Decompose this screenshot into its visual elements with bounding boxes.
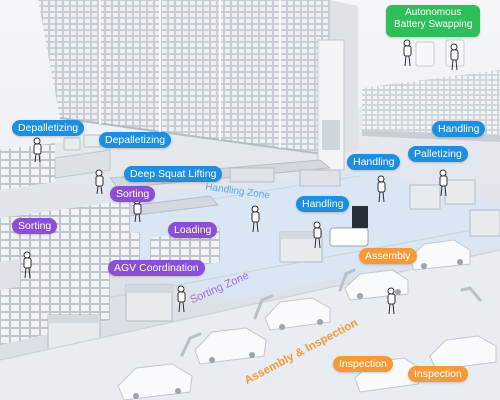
handling-label-2: Handling	[347, 154, 401, 170]
depalletizing-label-1: Depalletizing	[12, 120, 85, 136]
sorting-label-1: Sorting	[110, 186, 156, 202]
agv-shelves	[0, 272, 110, 345]
inspection-label-1: Inspection	[333, 356, 393, 372]
left-shelf	[0, 143, 55, 190]
depalletizing-label-2: Depalletizing	[99, 132, 172, 148]
handling-label-3: Handling	[296, 196, 350, 212]
car-wheels	[133, 259, 463, 399]
right-crates	[229, 167, 500, 237]
deep-squat-lifting-label: Deep Squat Lifting	[124, 166, 223, 182]
agv-coordination-label: AGV Coordination	[108, 260, 205, 276]
sorting-label-2: Sorting	[12, 218, 58, 234]
sorting-shelves	[20, 232, 140, 292]
handling-label-1: Handling	[432, 121, 486, 137]
humanoid-robots	[23, 39, 459, 315]
agv-screen	[352, 206, 368, 228]
palletizing-label: Palletizing	[408, 146, 468, 162]
charging-station	[415, 41, 435, 67]
battery-swapping-line-1: Autonomous	[405, 7, 462, 18]
storage-rack-front	[38, 0, 330, 155]
assembly-label: Assembly	[359, 248, 417, 264]
inspection-label-2: Inspection	[408, 366, 468, 382]
stacker-crane	[317, 39, 345, 171]
sorting-shelves	[0, 200, 130, 262]
battery-swapping-line-2: Battery Swapping	[394, 19, 473, 30]
rear-rack	[362, 70, 500, 135]
rack-uprights	[99, 0, 281, 148]
battery-swapping-label: Autonomous Battery Swapping	[386, 5, 481, 37]
loading-label: Loading	[168, 222, 218, 238]
crane-carriage	[322, 120, 340, 150]
agv-vehicle	[329, 227, 369, 247]
robot-arms	[180, 268, 482, 357]
